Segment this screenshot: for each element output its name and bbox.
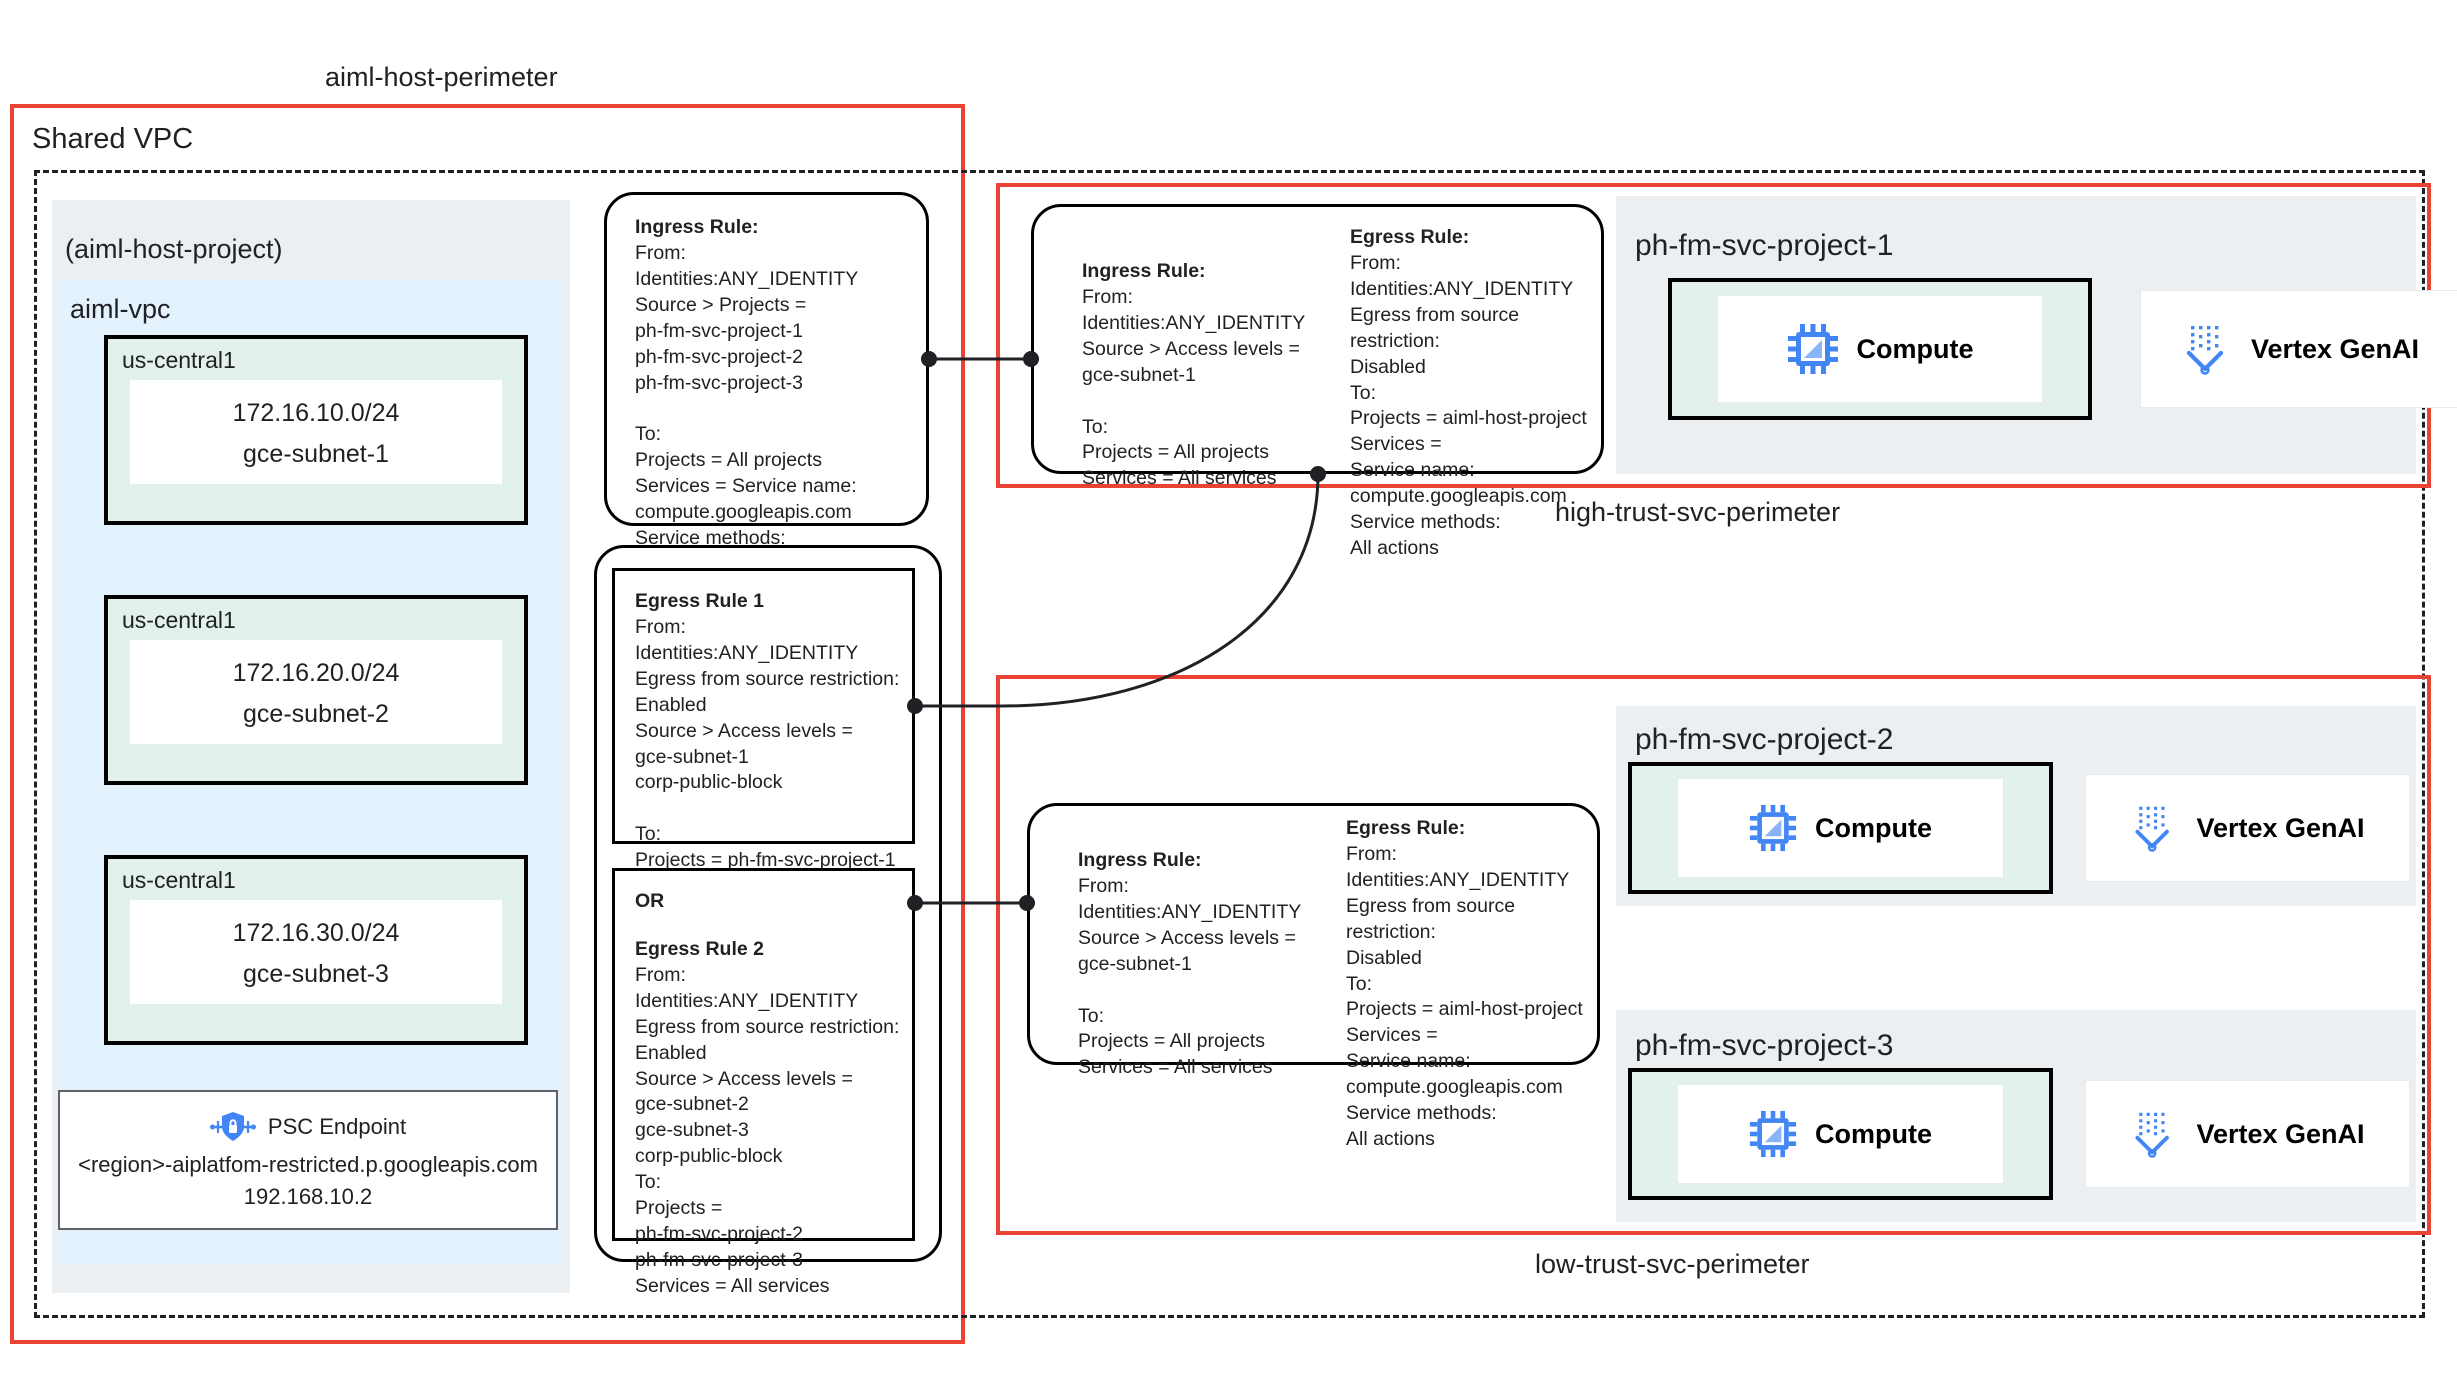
psc-endpoint-label: PSC Endpoint — [267, 1114, 407, 1139]
svc-project-2-compute-label: Compute — [1815, 812, 1932, 843]
high-trust-egress-body: From: Identities:ANY_IDENTITY Egress fro… — [1350, 251, 1587, 560]
compute-chip-icon — [1749, 804, 1797, 852]
subnet-region-3: us-central1 — [122, 867, 236, 893]
high-trust-rules-card[interactable]: Ingress Rule: From: Identities:ANY_IDENT… — [1031, 204, 1604, 559]
aiml-host-project-title: (aiml-host-project) — [65, 234, 283, 264]
low-trust-rules-card[interactable]: Ingress Rule: From: Identities:ANY_IDENT… — [1027, 803, 1600, 1150]
low-trust-egress-heading: Egress Rule: — [1346, 817, 1466, 839]
organization-dashed-boundary — [34, 170, 2425, 1318]
host-ingress-rule-body: From: Identities:ANY_IDENTITY Source > P… — [635, 241, 859, 575]
subnet-name-2: gce-subnet-2 — [243, 700, 389, 728]
subnet-cidr-2: 172.16.20.0/24 — [232, 659, 400, 687]
svc-project-1-vertex-label: Vertex GenAI — [2250, 333, 2420, 364]
vertex-genai-icon — [2181, 323, 2233, 375]
subnet-card-2[interactable]: us-central1 172.16.20.0/24 gce-subnet-2 — [104, 595, 528, 785]
psc-shield-lock-icon — [209, 1110, 256, 1144]
low-trust-svc-perimeter-boundary — [996, 675, 2431, 1235]
svc-project-1-title: ph-fm-svc-project-1 — [1635, 229, 1894, 262]
vertex-genai-icon — [2130, 804, 2178, 852]
subnet-cidr-3: 172.16.30.0/24 — [232, 919, 400, 947]
shared-vpc-title: Shared VPC — [32, 123, 194, 155]
svc-project-3-title: ph-fm-svc-project-3 — [1635, 1029, 1894, 1062]
svc-project-3-compute-card[interactable]: Compute — [1677, 1084, 2004, 1184]
low-trust-egress-body: From: Identities:ANY_IDENTITY Egress fro… — [1346, 842, 1583, 1151]
high-trust-ingress-body: From: Identities:ANY_IDENTITY Source > A… — [1082, 285, 1306, 490]
psc-endpoint-card[interactable]: PSC Endpoint <region>-aiplatfom-restrict… — [58, 1090, 558, 1230]
low-trust-ingress-heading: Ingress Rule: — [1078, 849, 1202, 871]
subnet-card-3[interactable]: us-central1 172.16.30.0/24 gce-subnet-3 — [104, 855, 528, 1045]
egress-rule-2-heading: Egress Rule 2 — [635, 937, 764, 960]
svc-project-1-vertex-card[interactable]: Vertex GenAI — [2140, 290, 2457, 408]
low-trust-svc-perimeter-label: low-trust-svc-perimeter — [1535, 1249, 1810, 1279]
subnet-cidr-1: 172.16.10.0/24 — [232, 399, 400, 427]
aiml-host-perimeter-boundary — [10, 104, 965, 1344]
svc-project-2-title: ph-fm-svc-project-2 — [1635, 723, 1894, 756]
high-trust-svc-perimeter-label: high-trust-svc-perimeter — [1555, 497, 1841, 527]
subnet-region-1: us-central1 — [122, 347, 236, 373]
egress-rule-1-body: From: Identities:ANY_IDENTITY Egress fro… — [635, 615, 900, 897]
svc-project-2-compute-card[interactable]: Compute — [1677, 778, 2004, 878]
vertex-genai-icon — [2130, 1110, 2178, 1158]
subnet-name-3: gce-subnet-3 — [243, 960, 389, 988]
subnet-region-2: us-central1 — [122, 607, 236, 633]
low-trust-ingress-body: From: Identities:ANY_IDENTITY Source > A… — [1078, 874, 1302, 1079]
egress-rule-1-heading: Egress Rule 1 — [635, 590, 764, 612]
egress-rules-or-label: OR — [635, 890, 665, 912]
svc-project-2-vertex-label: Vertex GenAI — [2196, 812, 2365, 843]
psc-endpoint-dns: <region>-aiplatfom-restricted.p.googleap… — [78, 1152, 538, 1177]
psc-endpoint-ip: 192.168.10.2 — [243, 1184, 373, 1209]
egress-rule-2-body: From: Identities:ANY_IDENTITY Egress fro… — [635, 963, 900, 1297]
svc-project-3-vertex-label: Vertex GenAI — [2196, 1118, 2365, 1149]
svc-project-1-compute-card[interactable]: Compute — [1717, 295, 2043, 403]
svc-project-3-compute-box[interactable]: Compute — [1628, 1068, 2053, 1200]
svc-project-2-compute-box[interactable]: Compute — [1628, 762, 2053, 894]
aiml-host-perimeter-label: aiml-host-perimeter — [325, 62, 558, 92]
compute-chip-icon — [1749, 1110, 1797, 1158]
svc-project-2-vertex-card[interactable]: Vertex GenAI — [2085, 774, 2410, 882]
svc-project-3-compute-label: Compute — [1815, 1118, 1932, 1149]
high-trust-egress-heading: Egress Rule: — [1350, 226, 1470, 248]
svc-project-1-compute-label: Compute — [1856, 333, 1974, 364]
subnet-card-1[interactable]: us-central1 172.16.10.0/24 gce-subnet-1 — [104, 335, 528, 525]
host-ingress-rule-card[interactable]: Ingress Rule: From: Identities:ANY_IDENT… — [604, 192, 929, 575]
svc-project-1-compute-box[interactable]: Compute — [1668, 278, 2092, 420]
aiml-vpc-title: aiml-vpc — [70, 294, 171, 324]
subnet-name-1: gce-subnet-1 — [243, 440, 389, 468]
svc-project-3-vertex-card[interactable]: Vertex GenAI — [2085, 1080, 2410, 1188]
egress-rule-1-card[interactable]: Egress Rule 1 From: Identities:ANY_IDENT… — [612, 568, 915, 897]
host-ingress-rule-heading: Ingress Rule: — [635, 216, 759, 238]
egress-rule-2-card[interactable]: OR Egress Rule 2 From: Identities:ANY_ID… — [612, 868, 915, 1297]
high-trust-ingress-heading: Ingress Rule: — [1082, 260, 1206, 282]
compute-chip-icon — [1787, 323, 1839, 375]
